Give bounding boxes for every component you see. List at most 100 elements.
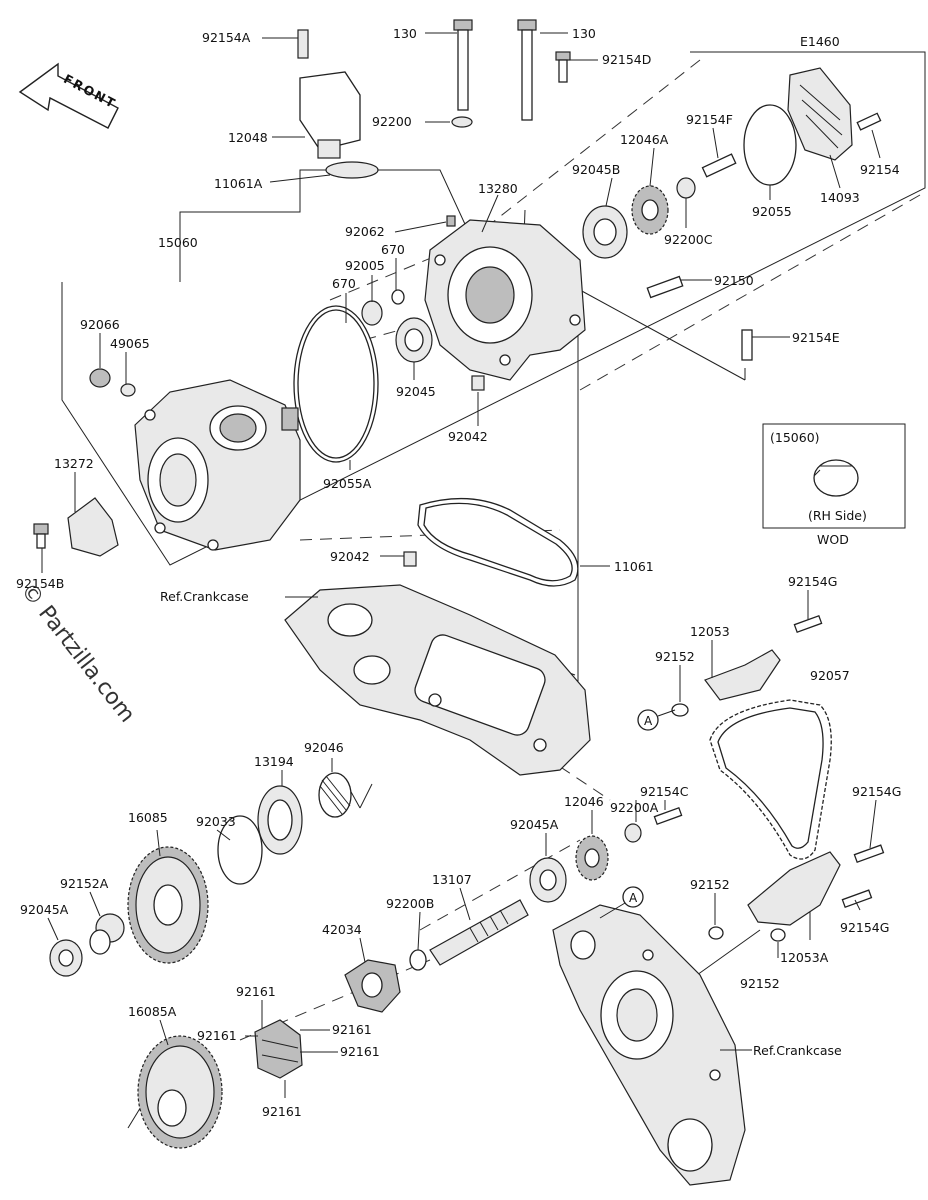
part-12053A-tensioner [708, 844, 885, 942]
label-92154G-a: 92154G [788, 574, 837, 589]
label-670-a: 670 [381, 242, 405, 257]
label-11061: 11061 [614, 559, 654, 574]
part-13272-bracket [33, 497, 119, 557]
label-92154G-b: 92154G [852, 784, 901, 799]
ref-crankcase-lower [552, 904, 746, 1186]
part-bearing-92045A-left [49, 939, 83, 977]
ref-crankcase-center [284, 584, 591, 776]
leader-lines [41, 32, 881, 1098]
label-49065: 49065 [110, 336, 150, 351]
label-130-a: 130 [393, 26, 417, 41]
part-13280-housing [424, 219, 586, 381]
label-130-b: 130 [572, 26, 596, 41]
marker-a-1-label: A [644, 714, 653, 728]
part-92033-circlip [217, 815, 263, 885]
part-bearing-92045B [582, 205, 628, 259]
part-92066-plug [89, 368, 136, 397]
part-92055-oring [743, 104, 797, 186]
label-92042-a: 92042 [448, 429, 488, 444]
label-12046: 12046 [564, 794, 604, 809]
part-16085A-gear [137, 1035, 223, 1149]
part-11061-gasket [403, 497, 579, 587]
diagram-code: E1460 [800, 34, 840, 49]
label-92152A: 92152A [60, 876, 109, 891]
label-92042-b: 92042 [330, 549, 370, 564]
part-42034-sprocket [344, 959, 401, 1013]
part-bearing-92045A-right [529, 857, 567, 903]
label-ref-crankcase-2: Ref.Crankcase [753, 1043, 842, 1058]
label-12046A: 12046A [620, 132, 669, 147]
label-92150: 92150 [714, 273, 754, 288]
inset-box-15060: (15060) (RH Side) WOD [762, 423, 906, 547]
part-13107-shaft [409, 899, 529, 971]
inset-note-label: (RH Side) [808, 508, 867, 523]
part-bolts-right [646, 275, 753, 361]
label-92154G-c: 92154G [840, 920, 889, 935]
label-92161-a: 92161 [236, 984, 276, 999]
label-92005: 92005 [345, 258, 385, 273]
part-13194-clutch [257, 785, 303, 855]
inset-part-label: (15060) [770, 430, 820, 445]
label-12048: 12048 [228, 130, 268, 145]
front-direction-arrow: FRONT [18, 62, 119, 129]
label-92161-d: 92161 [340, 1044, 380, 1059]
label-13107: 13107 [432, 872, 472, 887]
part-12053-guide [671, 614, 823, 717]
part-gear-12046A [631, 153, 737, 235]
part-92055A-oring [293, 305, 379, 463]
label-92200C: 92200C [664, 232, 713, 247]
label-14093: 14093 [820, 190, 860, 205]
part-92057-chain [709, 699, 832, 860]
marker-a-1: A [637, 709, 676, 731]
label-92161-e: 92161 [262, 1104, 302, 1119]
label-16085A: 16085A [128, 1004, 177, 1019]
label-92152-b: 92152 [690, 877, 730, 892]
label-92045: 92045 [396, 384, 436, 399]
label-92057: 92057 [810, 668, 850, 683]
label-92154B: 92154B [16, 576, 64, 591]
part-16085-gear [127, 846, 209, 964]
label-12053: 12053 [690, 624, 730, 639]
label-92200: 92200 [372, 114, 412, 129]
part-14093-cover [787, 67, 882, 161]
label-13272: 13272 [54, 456, 94, 471]
watermark: © Partzilla.com [15, 578, 139, 727]
label-11061A: 11061A [214, 176, 263, 191]
label-92033: 92033 [196, 814, 236, 829]
label-92066: 92066 [80, 317, 120, 332]
label-92200A: 92200A [610, 800, 659, 815]
label-92152-c: 92152 [740, 976, 780, 991]
part-92046-needle-bearing [318, 772, 352, 818]
label-13280: 13280 [478, 181, 518, 196]
label-12053A: 12053A [780, 950, 829, 965]
part-92152A-collar [89, 913, 125, 955]
label-92055A: 92055A [323, 476, 372, 491]
part-12048-sensor [297, 29, 379, 179]
label-92046: 92046 [304, 740, 344, 755]
label-13194: 13194 [254, 754, 294, 769]
part-12046-gear [575, 806, 683, 881]
label-92154C: 92154C [640, 784, 689, 799]
part-92161-dampers [254, 1019, 303, 1079]
label-92154D: 92154D [602, 52, 651, 67]
label-ref-crankcase-1: Ref.Crankcase [160, 589, 249, 604]
label-92062: 92062 [345, 224, 385, 239]
label-92154F: 92154F [686, 112, 733, 127]
label-92200B: 92200B [386, 896, 434, 911]
label-670-b: 670 [332, 276, 356, 291]
label-92045A-right: 92045A [510, 817, 559, 832]
marker-a-2-label: A [629, 891, 638, 905]
label-92152-a: 92152 [655, 649, 695, 664]
label-42034: 42034 [322, 922, 362, 937]
label-92161-c: 92161 [332, 1022, 372, 1037]
label-92154A: 92154A [202, 30, 251, 45]
part-labels: E1460 92154A 12048 11061A 130 130 92154D… [16, 26, 901, 1119]
label-92045B: 92045B [572, 162, 620, 177]
marker-a-2: A [599, 886, 644, 919]
label-92154: 92154 [860, 162, 900, 177]
label-92055: 92055 [752, 204, 792, 219]
label-92045A-left: 92045A [20, 902, 69, 917]
label-92161-b: 92161 [197, 1028, 237, 1043]
label-16085: 16085 [128, 810, 168, 825]
